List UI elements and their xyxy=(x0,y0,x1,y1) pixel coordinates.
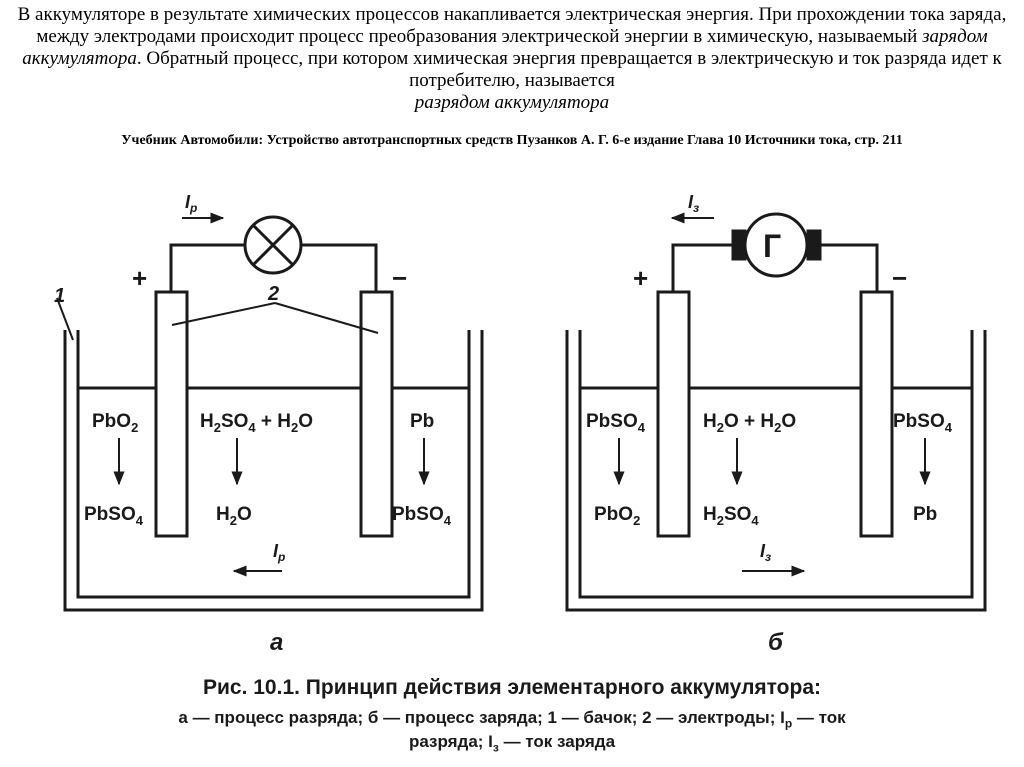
diagram-discharge xyxy=(56,212,484,612)
formula-a-left-top: PbO2 xyxy=(92,411,138,435)
wire-right-b xyxy=(818,243,879,292)
intro-paragraph: В аккумуляторе в результате химических п… xyxy=(14,4,1010,114)
formula-b-mid-bottom: H2SO4 xyxy=(703,504,759,528)
formula-b-left-top: PbSO4 xyxy=(586,411,646,435)
current-label-top-b: Iз xyxy=(688,192,699,215)
formula-a-mid-top: H2SO4 + H2O xyxy=(200,411,313,435)
formula-b-mid-top: H2O + H2O xyxy=(703,411,796,435)
figure-caption-title: Рис. 10.1. Принцип действия элементарног… xyxy=(202,676,821,699)
diagram-charge xyxy=(565,212,987,612)
wire-left-a xyxy=(169,243,245,292)
intro-term-charge: зарядом аккумулятора xyxy=(22,26,988,69)
current-label-bottom-b: Iз xyxy=(760,541,771,564)
tank-label: 1 xyxy=(54,285,65,307)
plus-label-b: + xyxy=(633,263,648,293)
minus-label-a: − xyxy=(392,263,407,293)
current-label-bottom-a: Ip xyxy=(273,541,285,564)
plus-label-a: + xyxy=(132,263,147,293)
intro-text-2: . Обратный процесс, при котором химическ… xyxy=(136,48,1002,91)
diagram-letter-b: б xyxy=(768,629,784,656)
negative-electrode-b xyxy=(859,290,894,538)
formula-b-left-bottom: PbO2 xyxy=(594,504,640,528)
diagram-discharge-labels: + − 1 2 Ip Ip PbO2 PbSO4 H2SO4 + H2O H2O… xyxy=(54,192,452,656)
generator-icon xyxy=(743,212,809,278)
diagram-letter-a: а xyxy=(270,629,283,656)
intro-term-discharge: разрядом аккумулятора xyxy=(414,92,610,113)
positive-electrode-b xyxy=(656,290,691,538)
formula-a-left-bottom: PbSO4 xyxy=(84,504,144,528)
positive-electrode-a xyxy=(154,290,189,538)
formula-a-right-top: Pb xyxy=(410,411,434,432)
tank-outer-a xyxy=(63,330,484,612)
formula-b-right-bottom: Pb xyxy=(913,504,937,525)
tank-inner-b xyxy=(578,330,974,599)
generator-brush-right xyxy=(806,229,822,261)
diagram-charge-labels: + − Г Iз Iз PbSO4 PbO2 H2O + H2O H2SO4 P… xyxy=(586,192,953,656)
formula-a-right-bottom: PbSO4 xyxy=(392,504,452,528)
wire-right-a xyxy=(302,243,378,292)
intro-text-1: В аккумуляторе в результате химических п… xyxy=(17,4,1007,47)
current-label-top-a: Ip xyxy=(185,192,197,215)
tank-inner-a xyxy=(76,330,471,599)
formula-a-mid-bottom: H2O xyxy=(216,504,252,528)
generator-brush-left xyxy=(731,229,747,261)
minus-label-b: − xyxy=(892,263,907,293)
formula-b-right-top: PbSO4 xyxy=(893,411,953,435)
tank-outer-b xyxy=(565,330,987,612)
figure-caption-line-1: а — процесс разряда; б — процесс заряда;… xyxy=(178,708,846,731)
source-reference: Учебник Автомобили: Устройство автотранс… xyxy=(121,133,903,148)
generator-letter: Г xyxy=(763,228,781,264)
electrodes-label: 2 xyxy=(267,283,279,305)
wire-left-b xyxy=(671,243,735,292)
figure-caption-line-2: разряда; Iз — ток заряда xyxy=(408,732,616,755)
